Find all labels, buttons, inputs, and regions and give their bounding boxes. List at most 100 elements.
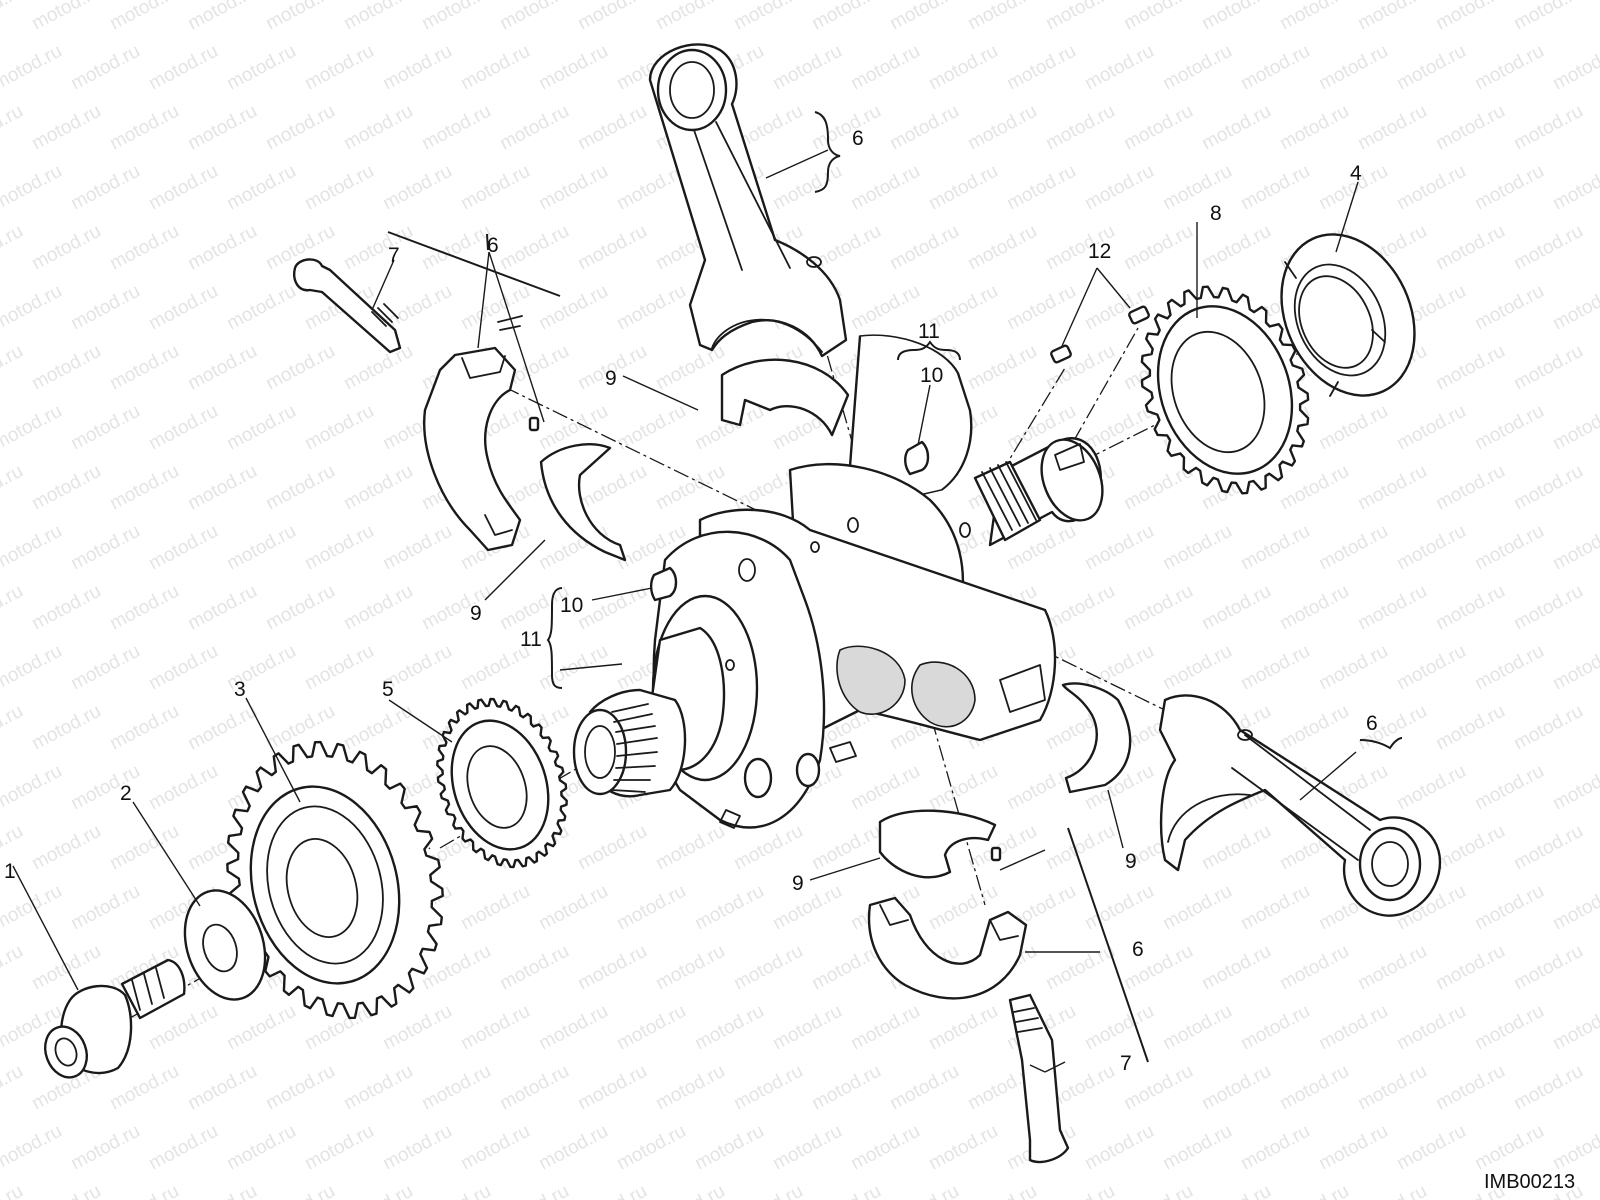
watermark-text: motod.ru xyxy=(67,521,143,575)
watermark-text: motod.ru xyxy=(1081,1121,1157,1175)
watermark-text: motod.ru xyxy=(925,1121,1001,1175)
watermark-text: motod.ru xyxy=(262,581,338,635)
label-4: 4 xyxy=(1350,162,1362,185)
watermark-text: motod.ru xyxy=(184,221,260,275)
watermark-text: motod.ru xyxy=(0,341,27,395)
watermark-text: motod.ru xyxy=(1510,0,1586,34)
watermark-text: motod.ru xyxy=(1237,41,1313,95)
watermark-text: motod.ru xyxy=(574,941,650,995)
watermark-text: motod.ru xyxy=(301,401,377,455)
watermark-text: motod.ru xyxy=(1315,641,1391,695)
watermark-text: motod.ru xyxy=(1432,101,1508,155)
watermark-text: motod.ru xyxy=(691,881,767,935)
watermark-text: motod.ru xyxy=(652,461,728,515)
watermark-text: motod.ru xyxy=(574,101,650,155)
watermark-text: motod.ru xyxy=(925,761,1001,815)
watermark-text: motod.ru xyxy=(847,281,923,335)
watermark-text: motod.ru xyxy=(67,41,143,95)
watermark-text: motod.ru xyxy=(1276,1061,1352,1115)
watermark-text: motod.ru xyxy=(145,41,221,95)
watermark-text: motod.ru xyxy=(301,641,377,695)
watermark-text: motod.ru xyxy=(0,701,27,755)
label-5: 5 xyxy=(382,678,394,701)
watermark-text: motod.ru xyxy=(925,41,1001,95)
watermark-text: motod.ru xyxy=(457,161,533,215)
watermark-text: motod.ru xyxy=(418,101,494,155)
label-6-bottom: 6 xyxy=(1132,938,1144,961)
watermark-text: motod.ru xyxy=(1237,881,1313,935)
ring-nut xyxy=(1280,233,1416,397)
watermark-text: motod.ru xyxy=(652,341,728,395)
watermark-text: motod.ru xyxy=(1081,521,1157,575)
label-3: 3 xyxy=(234,678,246,701)
watermark-text: motod.ru xyxy=(145,521,221,575)
watermark-text: motod.ru xyxy=(847,41,923,95)
watermark-text: motod.ru xyxy=(1120,1181,1196,1200)
secondary-gear xyxy=(436,697,568,869)
watermark-text: motod.ru xyxy=(652,0,728,34)
watermark-text: motod.ru xyxy=(1315,1121,1391,1175)
leader-lines xyxy=(12,149,1359,1073)
watermark-text: motod.ru xyxy=(418,0,494,34)
watermark-text: motod.ru xyxy=(0,1061,27,1115)
watermark-text: motod.ru xyxy=(808,0,884,34)
label-9-left: 9 xyxy=(470,602,482,625)
watermark-text: motod.ru xyxy=(1042,1181,1118,1200)
watermark-text: motod.ru xyxy=(1198,941,1274,995)
watermark-text: motod.ru xyxy=(0,521,66,575)
watermark-text: motod.ru xyxy=(184,701,260,755)
watermark-text: motod.ru xyxy=(1276,0,1352,34)
watermark-text: motod.ru xyxy=(1432,461,1508,515)
watermark-text: motod.ru xyxy=(964,221,1040,275)
label-7-bottom: 7 xyxy=(1120,1052,1132,1075)
watermark-text: motod.ru xyxy=(1549,641,1600,695)
brackets xyxy=(387,111,1403,1063)
watermark-text: motod.ru xyxy=(0,881,66,935)
watermark-text: motod.ru xyxy=(574,581,650,635)
watermark-text: motod.ru xyxy=(1198,1181,1274,1200)
watermark-text: motod.ru xyxy=(886,221,962,275)
watermark-text: motod.ru xyxy=(1549,281,1600,335)
label-9-top: 9 xyxy=(605,367,617,390)
watermark-text: motod.ru xyxy=(145,641,221,695)
watermark-text: motod.ru xyxy=(379,41,455,95)
watermark-text: motod.ru xyxy=(1315,401,1391,455)
label-7-left: 7 xyxy=(388,244,400,267)
watermark-text: motod.ru xyxy=(67,281,143,335)
watermark-text: motod.ru xyxy=(769,881,845,935)
watermark-text: motod.ru xyxy=(1510,581,1586,635)
watermark-text: motod.ru xyxy=(340,101,416,155)
watermark-text: motod.ru xyxy=(1315,521,1391,575)
watermark-text: motod.ru xyxy=(184,1181,260,1200)
watermark-text: motod.ru xyxy=(1393,41,1469,95)
watermark-text: motod.ru xyxy=(340,461,416,515)
watermark-text: motod.ru xyxy=(1549,1121,1600,1175)
watermark-text: motod.ru xyxy=(1432,821,1508,875)
watermark-text: motod.ru xyxy=(1393,401,1469,455)
watermark-text: motod.ru xyxy=(1354,101,1430,155)
watermark-text: motod.ru xyxy=(0,581,27,635)
watermark-text: motod.ru xyxy=(1081,41,1157,95)
watermark-text: motod.ru xyxy=(1471,881,1547,935)
watermark-text: motod.ru xyxy=(67,761,143,815)
watermark-text: motod.ru xyxy=(730,821,806,875)
watermark-text: motod.ru xyxy=(535,41,611,95)
watermark-text: motod.ru xyxy=(964,341,1040,395)
watermark-text: motod.ru xyxy=(1471,41,1547,95)
watermark-text: motod.ru xyxy=(457,41,533,95)
watermark-text: motod.ru xyxy=(1120,0,1196,34)
watermark-text: motod.ru xyxy=(1120,581,1196,635)
watermark-text: motod.ru xyxy=(0,0,27,34)
watermark-text: motod.ru xyxy=(1432,221,1508,275)
watermark-text: motod.ru xyxy=(1276,461,1352,515)
label-6-top: 6 xyxy=(852,127,864,150)
watermark-text: motod.ru xyxy=(535,281,611,335)
watermark-text: motod.ru xyxy=(106,821,182,875)
watermark-text: motod.ru xyxy=(1276,581,1352,635)
watermark-text: motod.ru xyxy=(262,1061,338,1115)
watermark-text: motod.ru xyxy=(1159,1121,1235,1175)
watermark-text: motod.ru xyxy=(67,161,143,215)
watermark-text: motod.ru xyxy=(1159,641,1235,695)
bearing-shells xyxy=(539,358,1132,879)
